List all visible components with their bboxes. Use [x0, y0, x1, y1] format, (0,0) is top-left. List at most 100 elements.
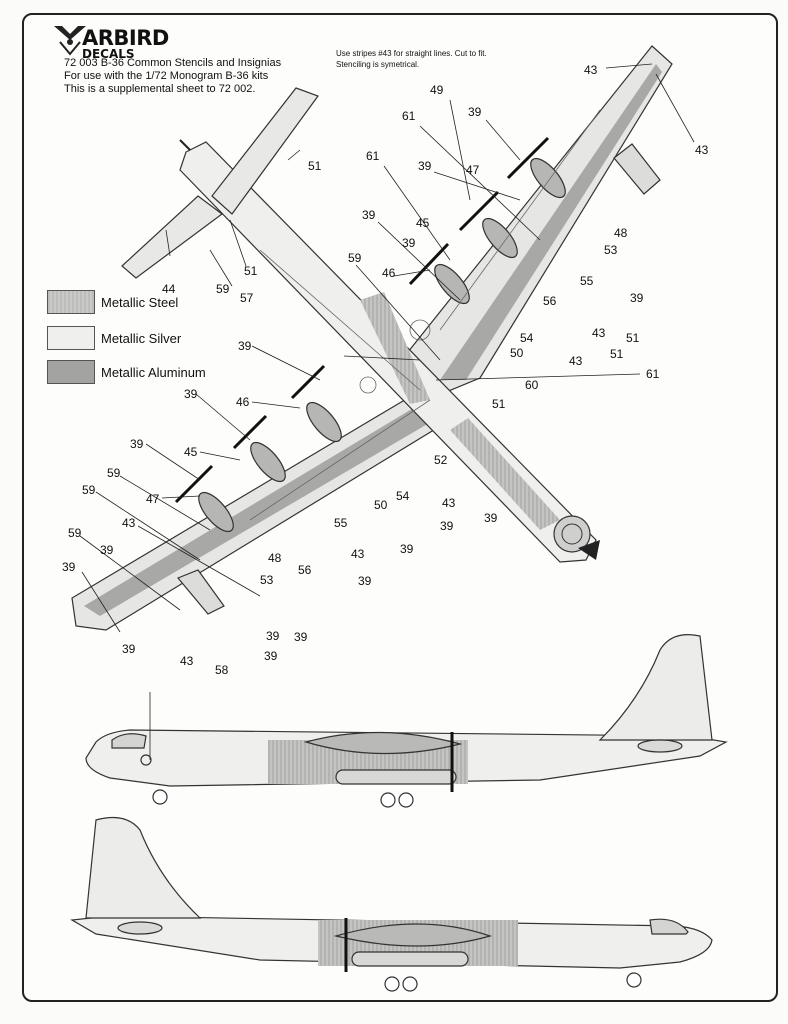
note-line: Stenciling is symetrical. [336, 59, 420, 69]
callout-label: 58 [215, 663, 229, 677]
callout-label: 39 [468, 105, 482, 119]
nacelle [306, 401, 342, 443]
callout-label: 45 [184, 445, 198, 459]
jet-pod-upper [613, 143, 661, 195]
callout-label: 43 [592, 326, 606, 340]
callout-label: 55 [334, 516, 348, 530]
callout-label: 51 [492, 397, 506, 411]
callout-label: 39 [122, 642, 136, 656]
callout-label: 52 [434, 453, 448, 467]
brand-sub: DECALS [82, 47, 135, 61]
jet-pod-lower [177, 569, 225, 615]
vertical-tail [85, 817, 202, 919]
callout-label: 39 [402, 236, 416, 250]
callout-label: 39 [184, 387, 198, 401]
callout-label: 55 [580, 274, 594, 288]
info-line: 72 003 B-36 Common Stencils and Insignia… [64, 57, 282, 69]
swatch-silver [47, 326, 95, 350]
callout-label: 39 [400, 542, 414, 556]
warbird-logo-icon [54, 26, 86, 56]
callout-label: 61 [646, 367, 660, 381]
callout-label: 43 [695, 143, 709, 157]
callout-label: 39 [418, 159, 432, 173]
fuselage-steel-front [450, 418, 560, 530]
callout-label: 54 [520, 331, 534, 345]
callout-label: 46 [382, 266, 396, 280]
legend-label: Metallic Aluminum [101, 364, 206, 380]
propellers [174, 136, 550, 504]
callout-label: 39 [362, 208, 376, 222]
callout-label: 59 [348, 251, 362, 265]
legend-item-steel: Metallic Steel [47, 290, 178, 314]
callout-label: 39 [358, 574, 372, 588]
callout-label: 47 [146, 492, 160, 506]
callout-label: 39 [100, 543, 114, 557]
nacelle [198, 491, 234, 533]
callout-label: 43 [584, 63, 598, 77]
callout-label: 48 [614, 226, 628, 240]
swatch-aluminum [47, 360, 95, 384]
nacelle [482, 217, 518, 259]
callout-label: 51 [308, 159, 322, 173]
brand-name: ARBIRD [82, 26, 169, 50]
callout-label: 43 [569, 354, 583, 368]
callout-label: 44 [162, 282, 176, 296]
callout-label: 51 [626, 331, 640, 345]
callout-label: 51 [244, 264, 258, 278]
callout-label: 61 [402, 109, 416, 123]
wing-root-insignia [637, 739, 683, 753]
callout-label: 53 [604, 243, 618, 257]
callout-label: 39 [62, 560, 76, 574]
callout-label: 39 [130, 437, 144, 451]
horizontal-tail-lower [121, 195, 224, 279]
side-view-right-drawing [85, 634, 728, 808]
legend-item-aluminum: Metallic Aluminum [47, 360, 206, 384]
callout-label: 39 [440, 519, 454, 533]
callout-label: 46 [236, 395, 250, 409]
callout-label: 47 [466, 163, 480, 177]
callout-label: 39 [264, 649, 278, 663]
horizontal-tail-upper [211, 87, 319, 215]
left-wing-aluminum-stripe [84, 404, 448, 616]
callout-label: 61 [366, 149, 380, 163]
callout-label: 50 [374, 498, 388, 512]
callout-label: 59 [107, 466, 121, 480]
callout-label: 59 [68, 526, 82, 540]
legend-item-silver: Metallic Silver [47, 326, 181, 350]
callout-label: 56 [543, 294, 557, 308]
swatch-steel [47, 290, 95, 314]
right-wing [407, 45, 673, 393]
right-wing-aluminum-stripe [440, 64, 662, 380]
callout-label: 50 [510, 346, 524, 360]
callout-label: 43 [122, 516, 136, 530]
callout-label: 43 [351, 547, 365, 561]
callout-label: 39 [484, 511, 498, 525]
callout-label: 59 [216, 282, 230, 296]
callout-label: 59 [82, 483, 96, 497]
callout-label: 39 [294, 630, 308, 644]
callout-label: 39 [266, 629, 280, 643]
info-line: This is a supplemental sheet to 72 002. [64, 83, 256, 95]
legend-label: Metallic Silver [101, 330, 182, 346]
callout-label: 39 [238, 339, 252, 353]
vertical-tail [598, 634, 713, 741]
fuselage-steel-rear [360, 292, 430, 404]
callout-label: 49 [430, 83, 444, 97]
callout-label: 54 [396, 489, 410, 503]
callout-label: 43 [442, 496, 456, 510]
nacelle [434, 263, 470, 305]
callout-label: 48 [268, 551, 282, 565]
note-line: Use stripes #43 for straight lines. Cut … [336, 49, 487, 58]
callout-label: 56 [298, 563, 312, 577]
callout-numbers: 43 43 49 39 61 61 47 39 48 53 39 45 55 3… [62, 63, 709, 677]
leader-lines [79, 63, 695, 760]
callout-label: 57 [240, 291, 254, 305]
info-line: For use with the 1/72 Monogram B-36 kits [64, 70, 269, 82]
callout-label: 43 [180, 654, 194, 668]
callout-label: 53 [260, 573, 274, 587]
wing-root-insignia [117, 921, 163, 935]
legend-label: Metallic Steel [101, 294, 179, 310]
nacelle [250, 441, 286, 483]
callout-label: 60 [525, 378, 539, 392]
